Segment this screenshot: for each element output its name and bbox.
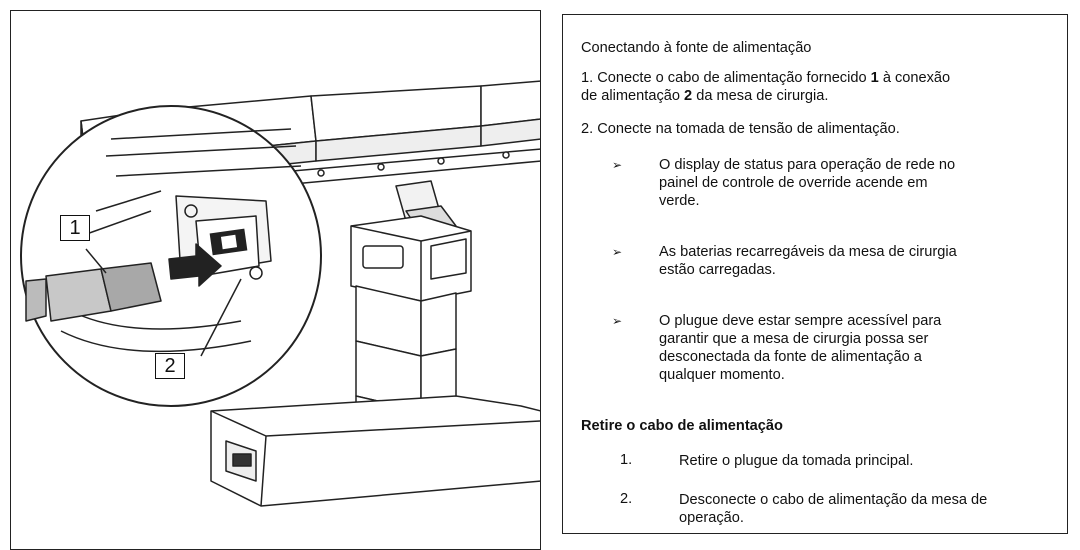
removal-step-2-line: operação. [679, 510, 744, 526]
instructions-panel: Conectando à fonte de alimentação 1. Con… [562, 14, 1068, 534]
step-1: 1. Conecte o cabo de alimentação forneci… [581, 69, 950, 105]
step-1-text-mid: à conexão [878, 70, 951, 86]
callout-2: 2 [155, 353, 185, 379]
removal-step-1-number: 1. [620, 452, 633, 468]
step-1-text: 1. Conecte o cabo de alimentação forneci… [581, 70, 871, 86]
step-1-line2: de alimentação [581, 88, 685, 104]
removal-step-2-number: 2. [620, 491, 633, 507]
step-2: 2. Conecte na tomada de tensão de alimen… [581, 121, 900, 137]
result-bullet: ➢ [612, 158, 623, 172]
result-1-line: O display de status para operação de red… [659, 157, 956, 173]
result-1-line: painel de controle de override acende em [659, 175, 928, 191]
result-3-line: desconectada da fonte de alimentação a [659, 349, 922, 365]
result-1-line: verde. [659, 193, 700, 209]
result-2: As baterias recarregáveis da mesa de cir… [659, 243, 1059, 279]
surgical-table-illustration [20, 80, 540, 507]
removal-step-1-text: Retire o plugue da tomada principal. [679, 453, 914, 469]
result-3-line: qualquer momento. [659, 367, 785, 383]
result-2-line: estão carregadas. [659, 262, 776, 278]
result-3-line: garantir que a mesa de cirurgia possa se… [659, 331, 929, 347]
result-bullet: ➢ [612, 314, 623, 328]
removal-step-2-line: Desconecte o cabo de alimentação da mesa… [679, 492, 988, 508]
result-bullet: ➢ [612, 245, 623, 259]
section-heading: Conectando à fonte de alimentação [581, 40, 812, 56]
result-1: O display de status para operação de red… [659, 156, 1059, 210]
result-3: O plugue deve estar sempre acessível par… [659, 312, 1059, 384]
illustration-panel: 1 2 [10, 10, 541, 550]
removal-heading: Retire o cabo de alimentação [581, 418, 783, 434]
removal-step-2-text: Desconecte o cabo de alimentação da mesa… [679, 491, 1064, 527]
ref-connection: 2 [684, 88, 693, 104]
step-1-line2-end: da mesa de cirurgia. [692, 88, 829, 104]
callout-1: 1 [60, 215, 90, 241]
result-2-line: As baterias recarregáveis da mesa de cir… [659, 244, 957, 260]
ref-cable: 1 [870, 70, 879, 86]
result-3-line: O plugue deve estar sempre acessível par… [659, 313, 942, 329]
